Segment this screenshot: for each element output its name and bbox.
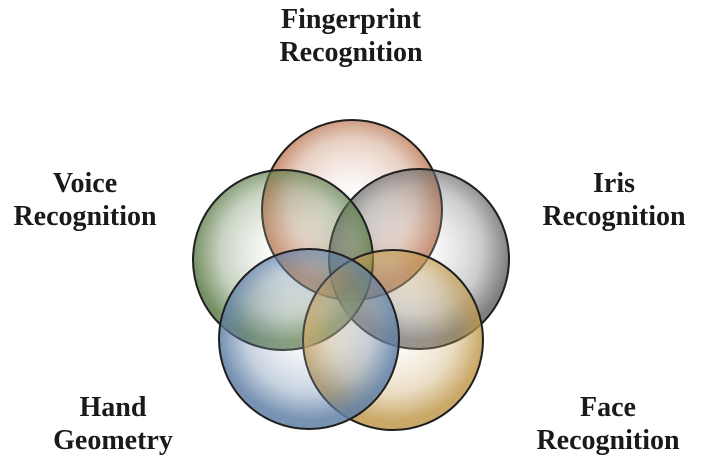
- face-label-line2: Recognition: [536, 425, 680, 456]
- fingerprint-label-line2: Recognition: [279, 37, 423, 68]
- face-recognition-label: Face Recognition: [515, 391, 701, 457]
- hand-circle: [218, 248, 400, 430]
- face-label-line1: Face: [580, 392, 636, 423]
- iris-label-line2: Recognition: [542, 201, 686, 232]
- fingerprint-label-line1: Fingerprint: [281, 4, 421, 35]
- voice-label-line1: Voice: [52, 168, 118, 199]
- voice-label-line2: Recognition: [13, 201, 157, 232]
- iris-recognition-label: Iris Recognition: [525, 167, 703, 233]
- voice-recognition-label: Voice Recognition: [0, 167, 170, 233]
- hand-label-line1: Hand: [79, 392, 147, 423]
- hand-geometry-label: Hand Geometry: [28, 391, 198, 457]
- hand-label-line2: Geometry: [53, 425, 173, 456]
- iris-label-line1: Iris: [593, 168, 635, 199]
- fingerprint-recognition-label: Fingerprint Recognition: [201, 3, 501, 69]
